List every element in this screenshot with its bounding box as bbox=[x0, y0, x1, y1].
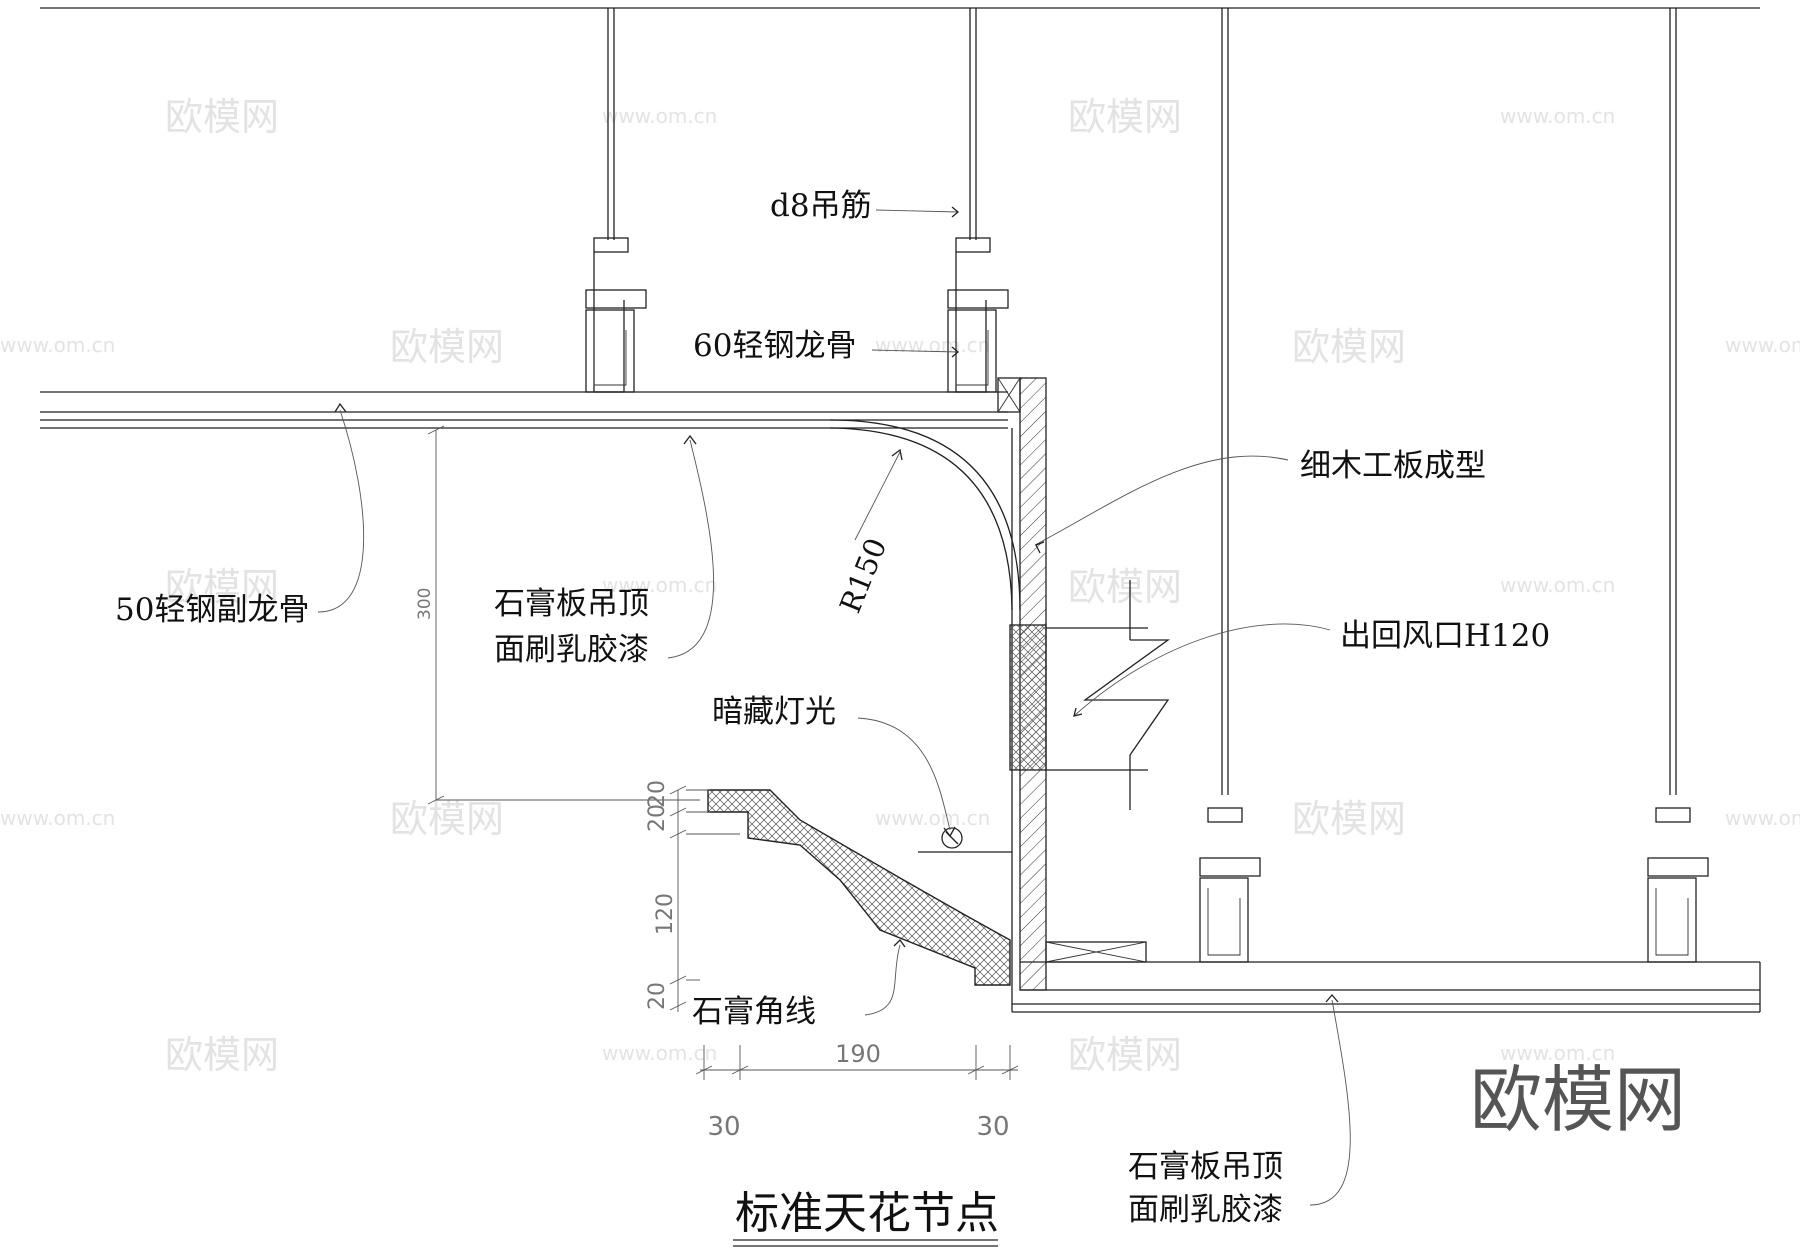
r150-curve-outer bbox=[829, 419, 1021, 611]
brand-logo: 欧模网 bbox=[1470, 1058, 1686, 1142]
watermarks: 欧模网 欧模网 欧模网 欧模网 欧模网 欧模网 欧模网 欧模网 欧模网 欧模网 … bbox=[0, 95, 1800, 1077]
timber-block-cross bbox=[997, 377, 1021, 413]
watermark-brand: 欧模网 bbox=[165, 565, 279, 609]
watermark-url: www.om.cn bbox=[602, 1041, 717, 1065]
watermark-url: www.om.cn bbox=[875, 333, 990, 357]
watermark-url: www.om.cn bbox=[1500, 573, 1615, 597]
main-keel-clips-upper bbox=[585, 237, 1009, 393]
label-blockboard: 细木工板成型 bbox=[1300, 448, 1486, 484]
timber-block bbox=[997, 377, 1021, 413]
dim-300: 300 bbox=[415, 588, 435, 620]
dim-120: 120 bbox=[653, 893, 678, 935]
leader-lines bbox=[317, 206, 1351, 1206]
watermark-url: www.om.cn bbox=[602, 573, 717, 597]
lower-ceiling-boards bbox=[1011, 961, 1761, 1013]
label-gypsum-ceiling-lower-2: 面刷乳胶漆 bbox=[1128, 1192, 1283, 1228]
watermark-brand: 欧模网 bbox=[1068, 95, 1182, 139]
dim-30-right: 30 bbox=[976, 1112, 1009, 1142]
watermark-url: www.om.cn bbox=[0, 333, 115, 357]
label-sub-keel: 50轻钢副龙骨 bbox=[115, 592, 309, 628]
upper-ceiling-boards bbox=[40, 391, 1008, 429]
watermark-brand: 欧模网 bbox=[1068, 565, 1182, 609]
hanger-rods bbox=[607, 8, 1677, 795]
dim-30-left: 30 bbox=[707, 1112, 740, 1142]
r150-curve bbox=[829, 427, 1013, 611]
watermark-brand: 欧模网 bbox=[1068, 1033, 1182, 1077]
label-hanger-rod: d8吊筋 bbox=[770, 188, 872, 224]
watermark-brand: 欧模网 bbox=[1292, 325, 1406, 369]
watermark-brand: 欧模网 bbox=[390, 797, 504, 841]
dim-20-b: 20 bbox=[645, 804, 670, 832]
label-hidden-light: 暗藏灯光 bbox=[712, 694, 836, 730]
label-radius: R150 bbox=[833, 533, 893, 617]
timber-block-lower bbox=[1045, 941, 1147, 963]
watermark-url: www.om.cn bbox=[0, 806, 115, 830]
watermark-url: www.om.cn bbox=[1500, 104, 1615, 128]
dimension-lines bbox=[427, 425, 1019, 1080]
drawing-title: 标准天花节点 bbox=[735, 1188, 999, 1239]
watermark-url: www.om.cn bbox=[602, 104, 717, 128]
watermark-url: www.om.cn bbox=[1500, 1041, 1615, 1065]
label-air-vent: 出回风口H120 bbox=[1340, 618, 1550, 654]
dim-20-c: 20 bbox=[645, 982, 670, 1010]
gypsum-cornice bbox=[707, 789, 1011, 986]
watermark-brand: 欧模网 bbox=[390, 325, 504, 369]
watermark-url: www.om.cn bbox=[1725, 806, 1800, 830]
air-vent bbox=[1009, 580, 1171, 810]
watermark-brand: 欧模网 bbox=[165, 1033, 279, 1077]
dim-20-a: 20 bbox=[645, 780, 670, 808]
watermark-url: www.om.cn bbox=[875, 806, 990, 830]
dim-190: 190 bbox=[835, 1040, 881, 1068]
label-main-keel: 60轻钢龙骨 bbox=[693, 328, 856, 364]
watermark-brand: 欧模网 bbox=[165, 95, 279, 139]
label-cornice: 石膏角线 bbox=[692, 994, 816, 1030]
watermark-url: www.om.cn bbox=[1725, 333, 1800, 357]
label-gypsum-ceiling-lower-1: 石膏板吊顶 bbox=[1128, 1149, 1283, 1185]
hidden-light-fixture bbox=[918, 827, 1012, 853]
watermark-brand: 欧模网 bbox=[1292, 797, 1406, 841]
timber-block-lower-cross bbox=[1045, 941, 1147, 963]
label-gypsum-ceiling-upper-1: 石膏板吊顶 bbox=[494, 586, 649, 622]
main-keel-clips-lower bbox=[1199, 807, 1709, 963]
label-gypsum-ceiling-upper-2: 面刷乳胶漆 bbox=[494, 632, 649, 668]
